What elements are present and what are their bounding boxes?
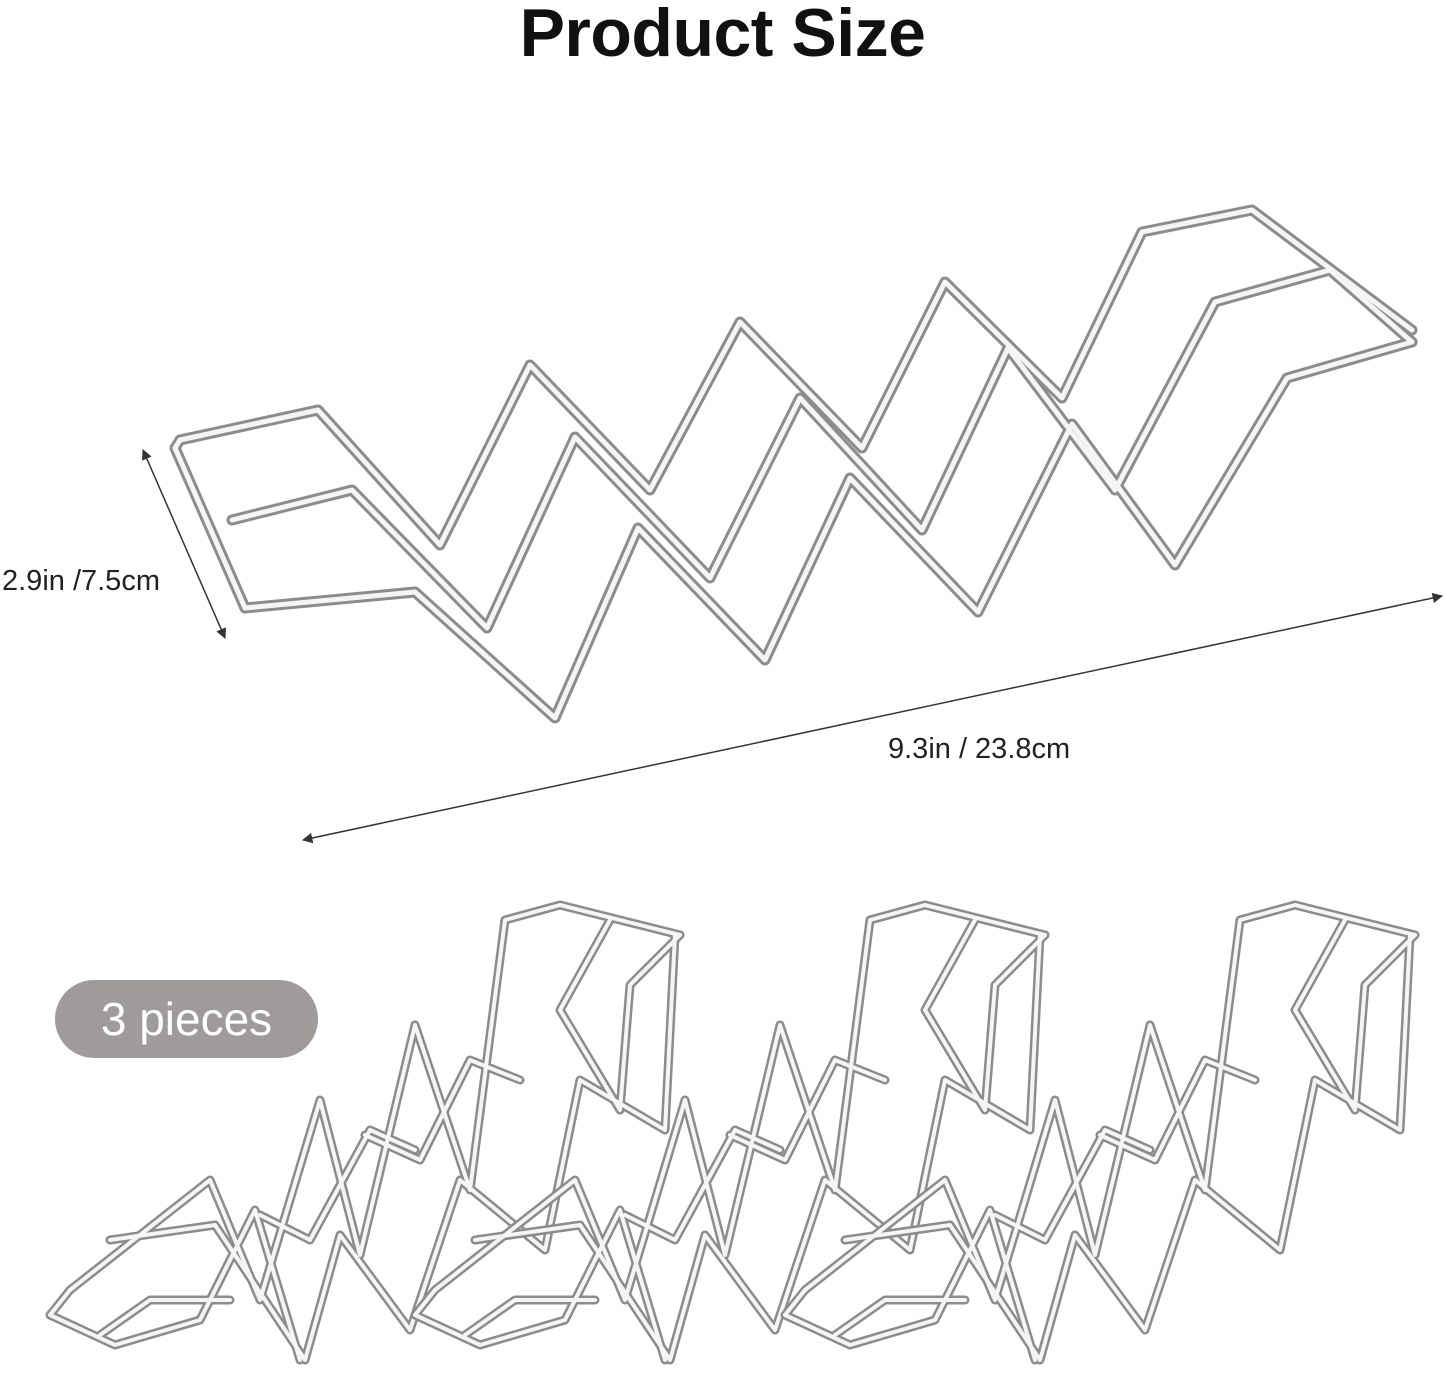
- taco-rack-piece-1: [50, 905, 680, 1360]
- height-dimension-label: 2.9in /7.5cm: [2, 565, 160, 597]
- taco-rack-piece-3: [785, 905, 1415, 1360]
- pieces-badge: 3 pieces: [55, 980, 318, 1058]
- length-dimension-label: 9.3in / 23.8cm: [888, 733, 1071, 765]
- page-title: Product Size: [519, 0, 926, 71]
- length-dimension-line: [301, 592, 1444, 844]
- height-dimension-line: [141, 449, 227, 639]
